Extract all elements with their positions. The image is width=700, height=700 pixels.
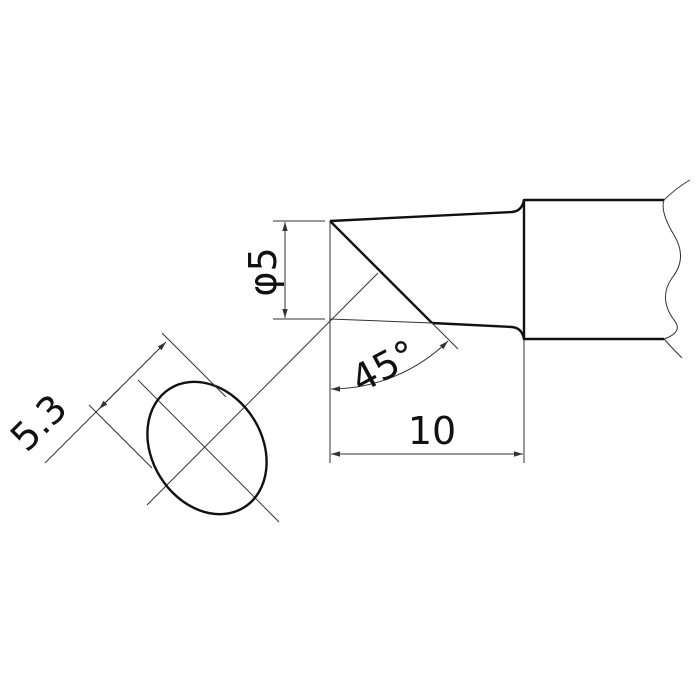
bevel-extension-line	[431, 322, 459, 350]
tip-top-edge	[329, 199, 526, 223]
angle-label: 45°	[344, 331, 424, 401]
tip-bevel-edge	[329, 220, 433, 324]
projection-line	[146, 272, 379, 506]
width-label: 5.3	[2, 386, 76, 460]
center-line	[137, 379, 280, 523]
dimension-line-width-arrow	[98, 387, 121, 410]
extension-line	[88, 404, 153, 469]
length-label: 10	[408, 409, 456, 453]
diameter-label: φ5	[241, 247, 285, 296]
tip-face-line	[329, 318, 433, 324]
extension-line	[161, 332, 227, 398]
angle-arc	[330, 340, 449, 392]
tip-face-ellipse	[146, 380, 268, 516]
break-line	[662, 179, 691, 359]
